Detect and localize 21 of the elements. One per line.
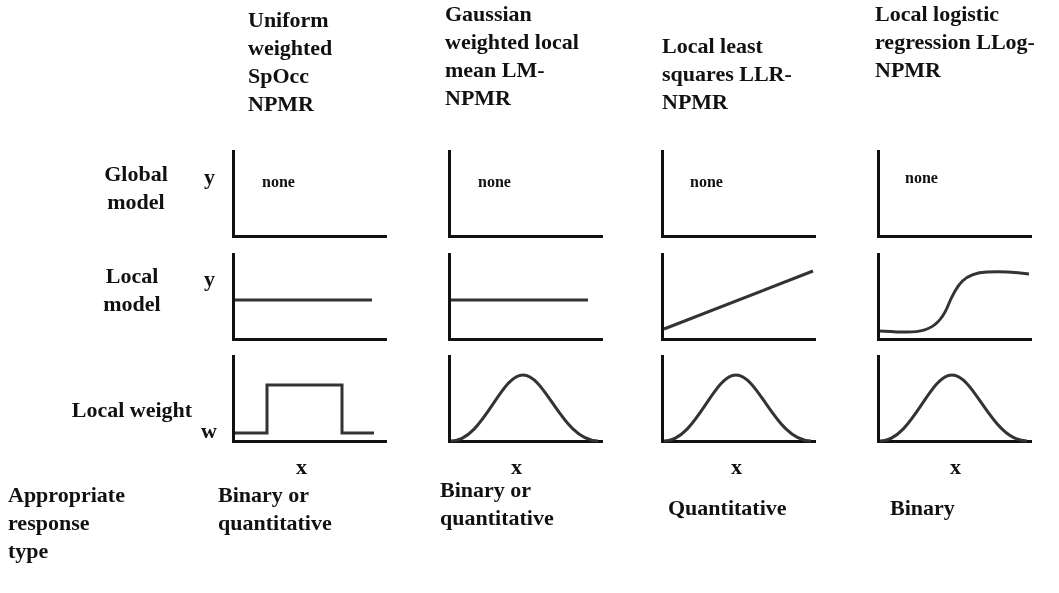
plot-note: none bbox=[690, 172, 723, 192]
axis-label: x bbox=[731, 453, 742, 481]
axis-label: y bbox=[204, 163, 215, 191]
plot-note: none bbox=[905, 168, 938, 188]
column-heading: Local logistic regression LLog-NPMR bbox=[875, 0, 1036, 84]
row-label: Binary or quantitative bbox=[218, 481, 333, 537]
axis-label: y bbox=[204, 265, 215, 293]
row-label: Binary bbox=[890, 494, 955, 522]
plot-note: none bbox=[262, 172, 295, 192]
column-heading: Gaussian weighted local mean LM-NPMR bbox=[445, 0, 580, 112]
axis-label: x bbox=[296, 453, 307, 481]
axis-label: x bbox=[950, 453, 961, 481]
column-heading: Local least squares LLR-NPMR bbox=[662, 32, 793, 116]
axis-label: w bbox=[201, 417, 217, 445]
row-label: Local weight bbox=[70, 396, 194, 424]
row-label: Local model bbox=[102, 262, 162, 318]
row-label: Global model bbox=[103, 160, 169, 216]
plot-note: none bbox=[478, 172, 511, 192]
row-label: Appropriate response type bbox=[8, 481, 126, 565]
column-heading: Uniform weighted SpOcc NPMR bbox=[248, 6, 334, 118]
row-label: Quantitative bbox=[668, 494, 787, 522]
